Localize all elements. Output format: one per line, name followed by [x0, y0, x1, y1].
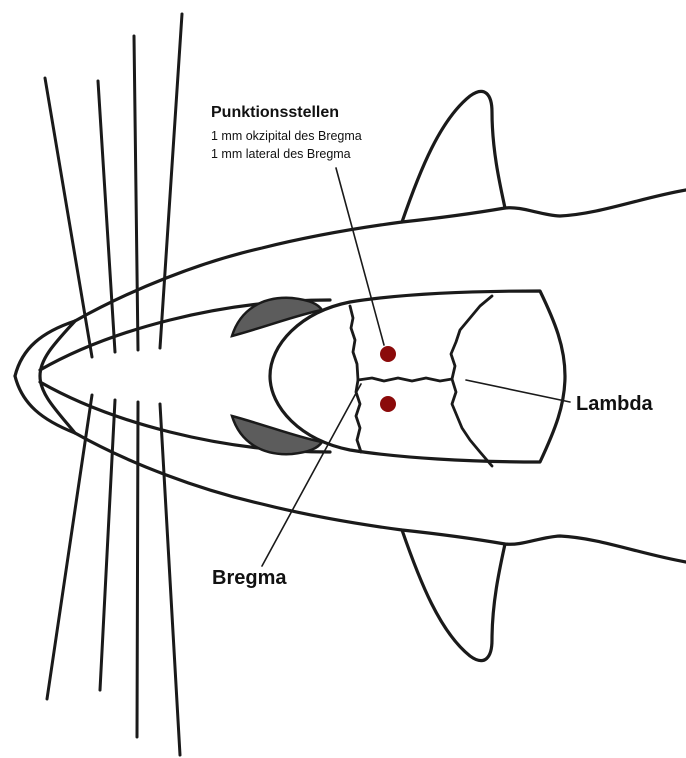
whisker: [137, 402, 138, 737]
skull-outline: [270, 291, 565, 462]
whiskers: [45, 14, 182, 755]
whisker: [100, 400, 115, 690]
puncture-note-lateral: 1 mm lateral des Bregma: [211, 147, 351, 161]
whisker: [47, 395, 92, 699]
coronal-suture-upper: [350, 306, 358, 380]
puncture-point-upper: [380, 346, 396, 362]
whisker: [98, 81, 115, 352]
bregma-label: Bregma: [212, 567, 286, 590]
lambdoid-suture-lower: [452, 379, 492, 466]
lambda-leader-line: [466, 380, 570, 402]
ear-lower: [402, 530, 505, 661]
whisker: [160, 404, 180, 755]
puncture-leader-line: [336, 168, 384, 345]
whisker: [45, 78, 92, 357]
whisker: [134, 36, 138, 350]
puncture-note-occipital: 1 mm okzipital des Bregma: [211, 129, 362, 143]
ear-upper: [402, 91, 505, 222]
lambda-label: Lambda: [576, 393, 653, 416]
sagittal-suture: [358, 378, 452, 381]
puncture-point-lower: [380, 396, 396, 412]
puncture-title: Punktionsstellen: [211, 104, 339, 122]
lambdoid-suture-upper: [451, 296, 492, 379]
whisker: [160, 14, 182, 348]
bregma-leader-line: [262, 384, 361, 566]
